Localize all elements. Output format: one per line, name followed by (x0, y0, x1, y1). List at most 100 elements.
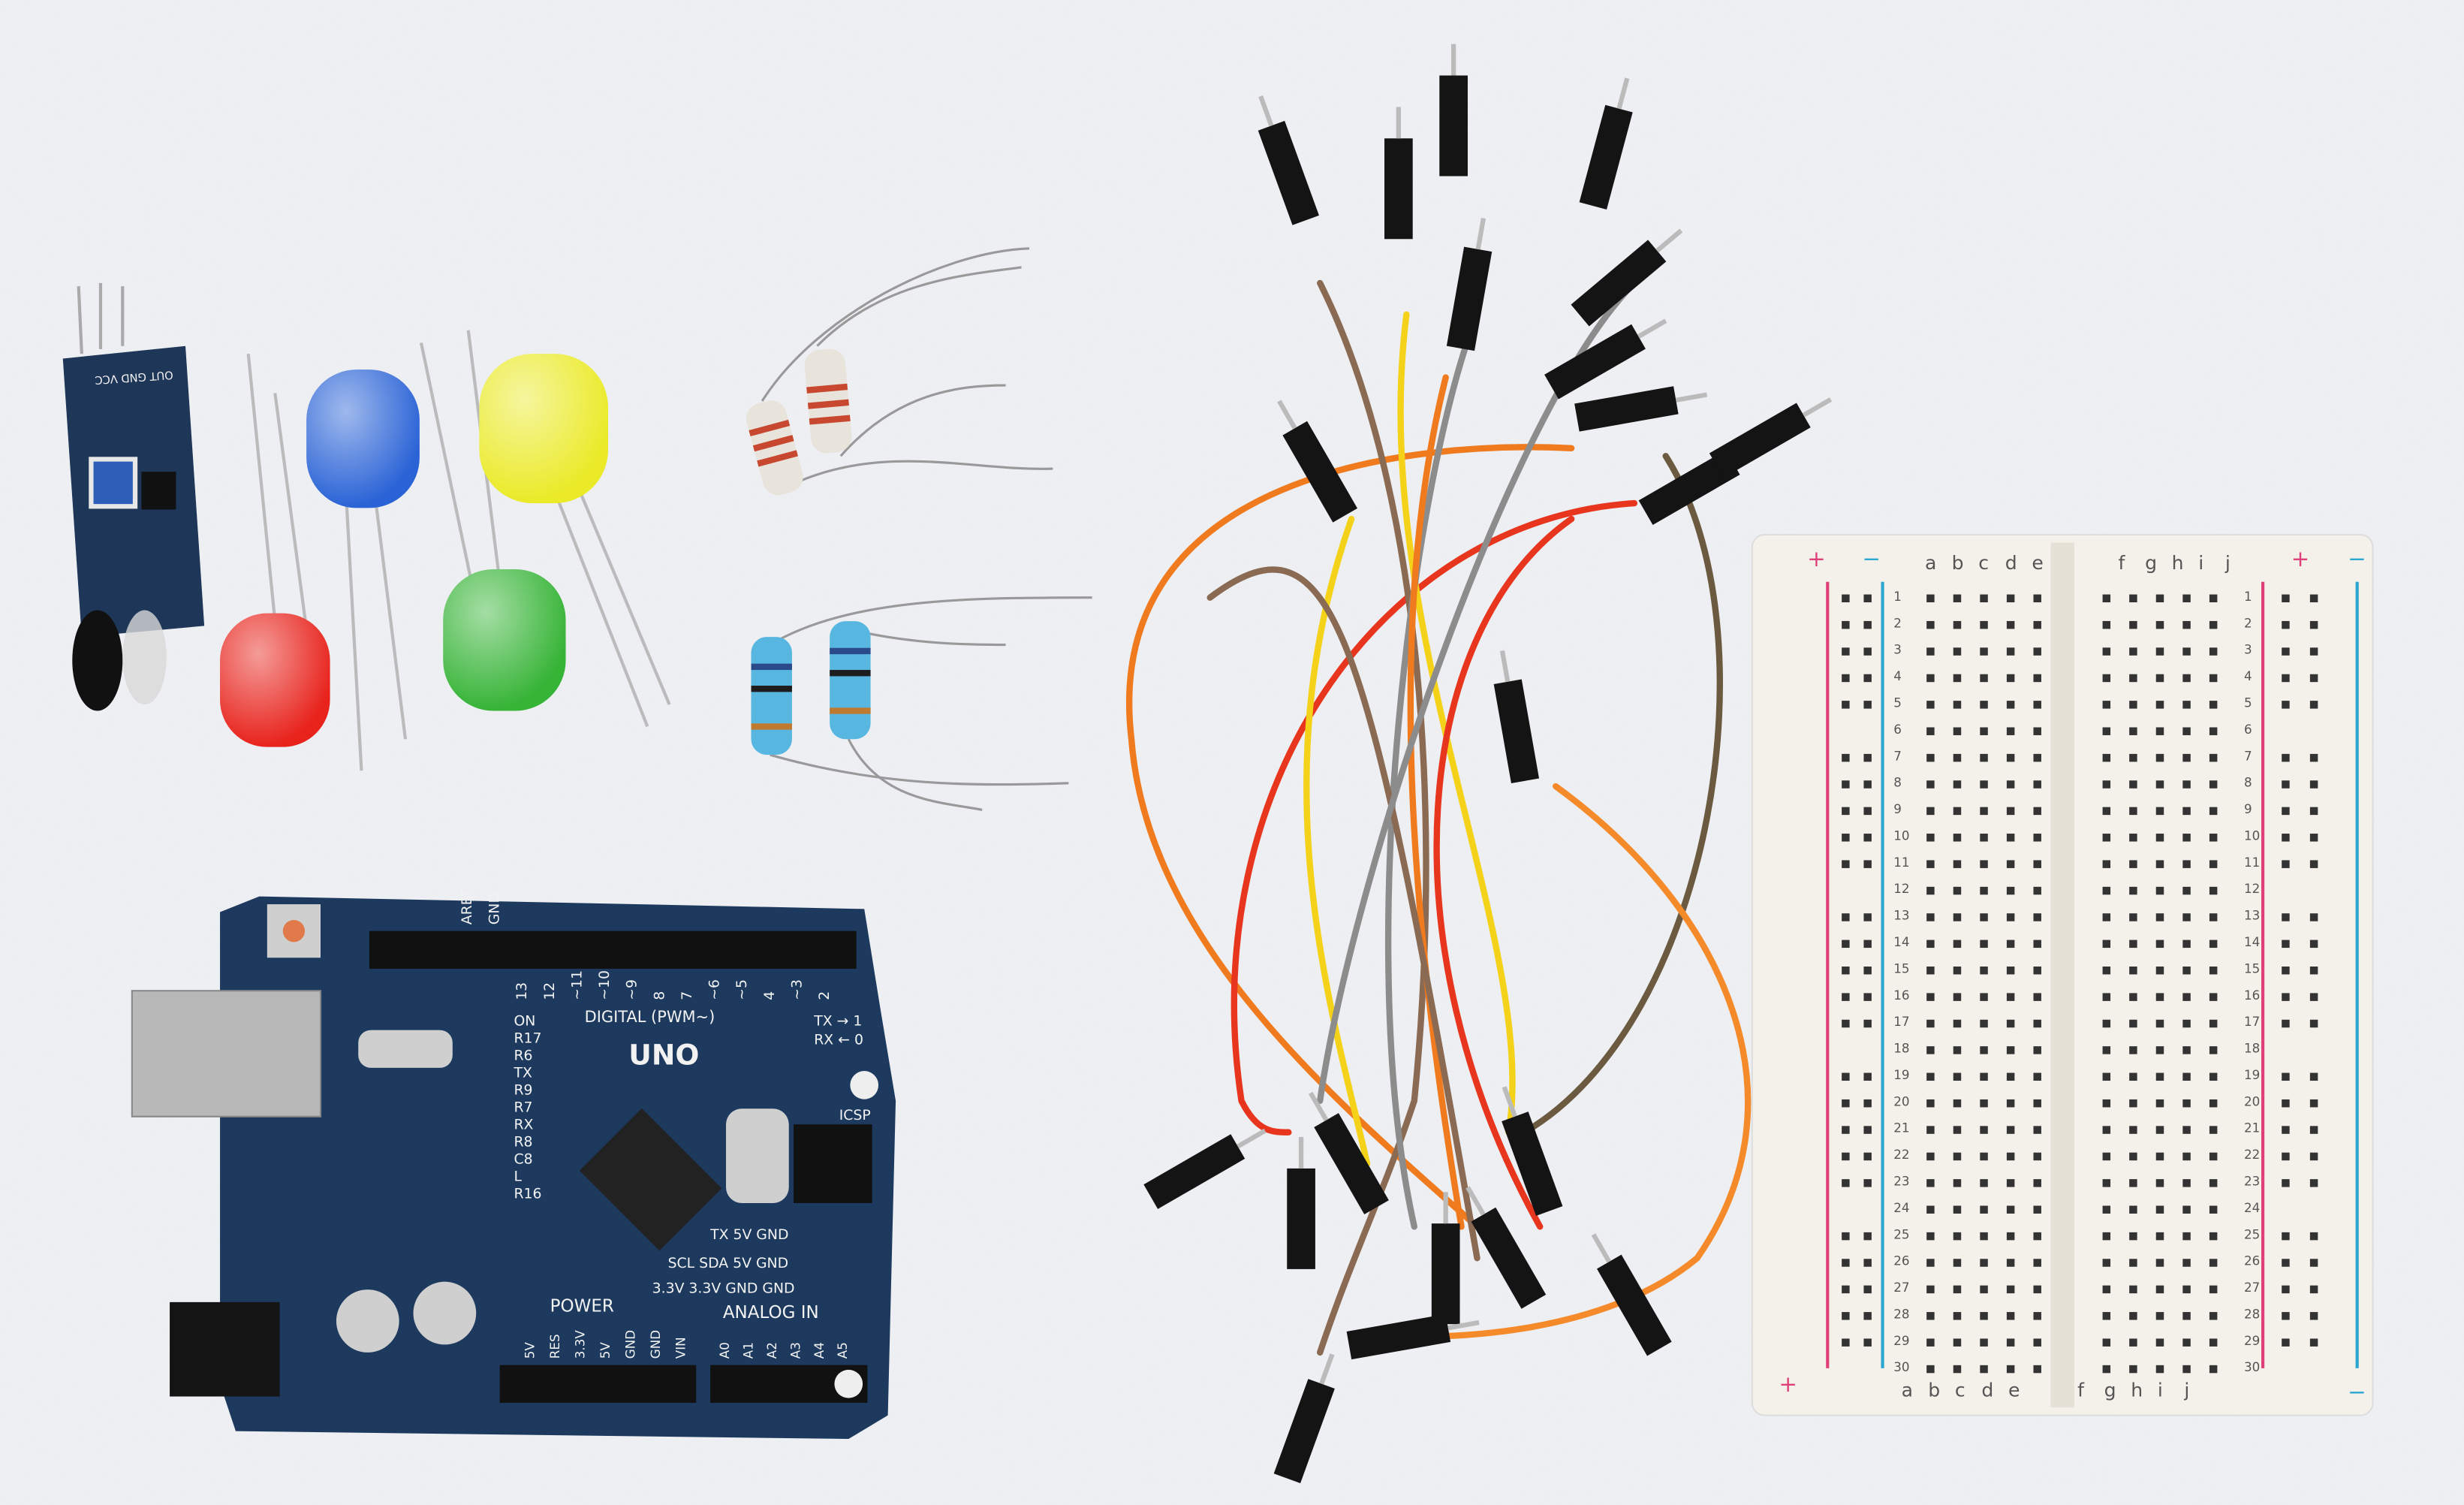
breadboard-hole (2129, 834, 2137, 842)
rail-hole (1842, 834, 1850, 842)
row-number: 4 (1893, 668, 1902, 683)
breadboard-hole (2155, 1072, 2164, 1081)
breadboard-hole (2129, 886, 2137, 895)
row-number: 4 (2244, 668, 2252, 683)
breadboard-hole (1926, 674, 1935, 683)
breadboard-hole (2209, 939, 2218, 949)
breadboard-hole (2006, 1259, 2015, 1267)
breadboard-hole (2033, 966, 2041, 975)
jumper-connector (1439, 44, 1468, 176)
breadboard-hole (2129, 860, 2137, 868)
breadboard-hole (1980, 594, 1988, 603)
breadboard-hole (1953, 701, 1962, 709)
digital-pin-label: GND (487, 892, 503, 924)
rail-hole (2309, 1285, 2318, 1294)
column-label: d (1981, 1380, 1993, 1401)
breadboard-hole (1980, 1312, 1988, 1320)
column-label: f (2077, 1380, 2085, 1401)
digital-pin-label: 8 (652, 991, 667, 1000)
breadboard-hole (2155, 1099, 2164, 1108)
column-label: j (2225, 552, 2231, 574)
rail-hole (2282, 1126, 2290, 1134)
row-number: 15 (1893, 961, 1909, 976)
column-label: g (2104, 1380, 2116, 1401)
breadboard-hole (2006, 1099, 2015, 1108)
rail-hole (2282, 701, 2290, 709)
breadboard-hole (2006, 674, 2015, 683)
analog-pin-label: A1 (741, 1342, 756, 1359)
breadboard-hole (2102, 1232, 2111, 1241)
breadboard-hole (2102, 1152, 2111, 1161)
breadboard-hole (2155, 807, 2164, 816)
breadboard-hole (1980, 807, 1988, 816)
breadboard-hole (2006, 939, 2015, 949)
breadboard-hole (2209, 1126, 2218, 1134)
jumper-wire (1521, 453, 1723, 1136)
rail-hole (2309, 860, 2318, 868)
board-led-label: RX (514, 1117, 533, 1133)
breadboard-hole (2155, 727, 2164, 735)
breadboard-hole (2033, 1312, 2041, 1320)
breadboard-hole (2209, 1099, 2218, 1108)
rail-hole (2309, 1099, 2318, 1108)
rail-hole (2309, 701, 2318, 709)
row-number: 6 (2244, 722, 2252, 737)
rail-hole (2282, 913, 2290, 921)
breadboard-hole (2102, 913, 2111, 921)
usb-b-port (131, 990, 322, 1117)
breadboard-hole (1926, 1312, 1935, 1320)
column-label: h (2131, 1380, 2143, 1401)
breadboard-hole (1926, 1099, 1935, 1108)
breadboard-hole (2155, 780, 2164, 789)
breadboard-hole (1926, 1285, 1935, 1294)
breadboard-hole (1980, 860, 1988, 868)
header-label-3: 3.3V 3.3V GND GND (652, 1280, 795, 1296)
breadboard-hole (2129, 1099, 2137, 1108)
breadboard-hole (2209, 993, 2218, 1001)
rail-hole (2309, 966, 2318, 975)
breadboard-hole (1980, 1259, 1988, 1267)
breadboard-hole (2182, 939, 2191, 949)
jumper-connector (1384, 107, 1413, 240)
rail-hole (1842, 1285, 1850, 1294)
breadboard-hole (2209, 834, 2218, 842)
jumper-connector (1346, 1313, 1480, 1360)
row-number: 5 (2244, 695, 2252, 710)
column-label: i (2158, 1380, 2163, 1401)
rail-hole (2282, 674, 2290, 683)
breadboard-hole (2006, 1179, 2015, 1187)
column-label: i (2198, 552, 2203, 574)
rail-hole (2309, 1312, 2318, 1320)
breadboard-hole (2209, 1019, 2218, 1028)
row-number: 6 (1893, 722, 1902, 737)
row-number: 22 (2244, 1147, 2260, 1162)
breadboard-hole (2209, 1046, 2218, 1054)
rail-hole (1842, 674, 1850, 683)
rail-hole (1863, 860, 1872, 868)
row-number: 18 (2244, 1041, 2260, 1056)
rail-hole (2282, 993, 2290, 1001)
jumper-connector (1273, 1353, 1335, 1483)
breadboard-hole (1980, 993, 1988, 1001)
breadboard-hole (2129, 1046, 2137, 1054)
jumper-wire (1411, 783, 1752, 1341)
breadboard-hole (2033, 1046, 2041, 1054)
rail-minus-top-right: − (2348, 546, 2366, 572)
breadboard-hole (2182, 993, 2191, 1001)
jumper-connector (1143, 1128, 1267, 1209)
breadboard-hole (2129, 1179, 2137, 1187)
breadboard-hole (2006, 1312, 2015, 1320)
breadboard-hole (2209, 1179, 2218, 1187)
digital-label: DIGITAL (PWM~) (585, 1008, 715, 1026)
rail-hole (2282, 939, 2290, 949)
jumper-connector (1493, 650, 1540, 783)
analog-pin-label: A2 (764, 1342, 779, 1359)
breadboard-hole (2033, 674, 2041, 683)
breadboard-hole (2155, 753, 2164, 762)
jumper-wire (1206, 566, 1481, 1262)
jumper-connector (1287, 1136, 1315, 1269)
breadboard-hole (2129, 620, 2137, 629)
breadboard-hole (1953, 834, 1962, 842)
power-pin-label: GND (648, 1330, 663, 1359)
power-pin-label: RES (547, 1334, 562, 1359)
